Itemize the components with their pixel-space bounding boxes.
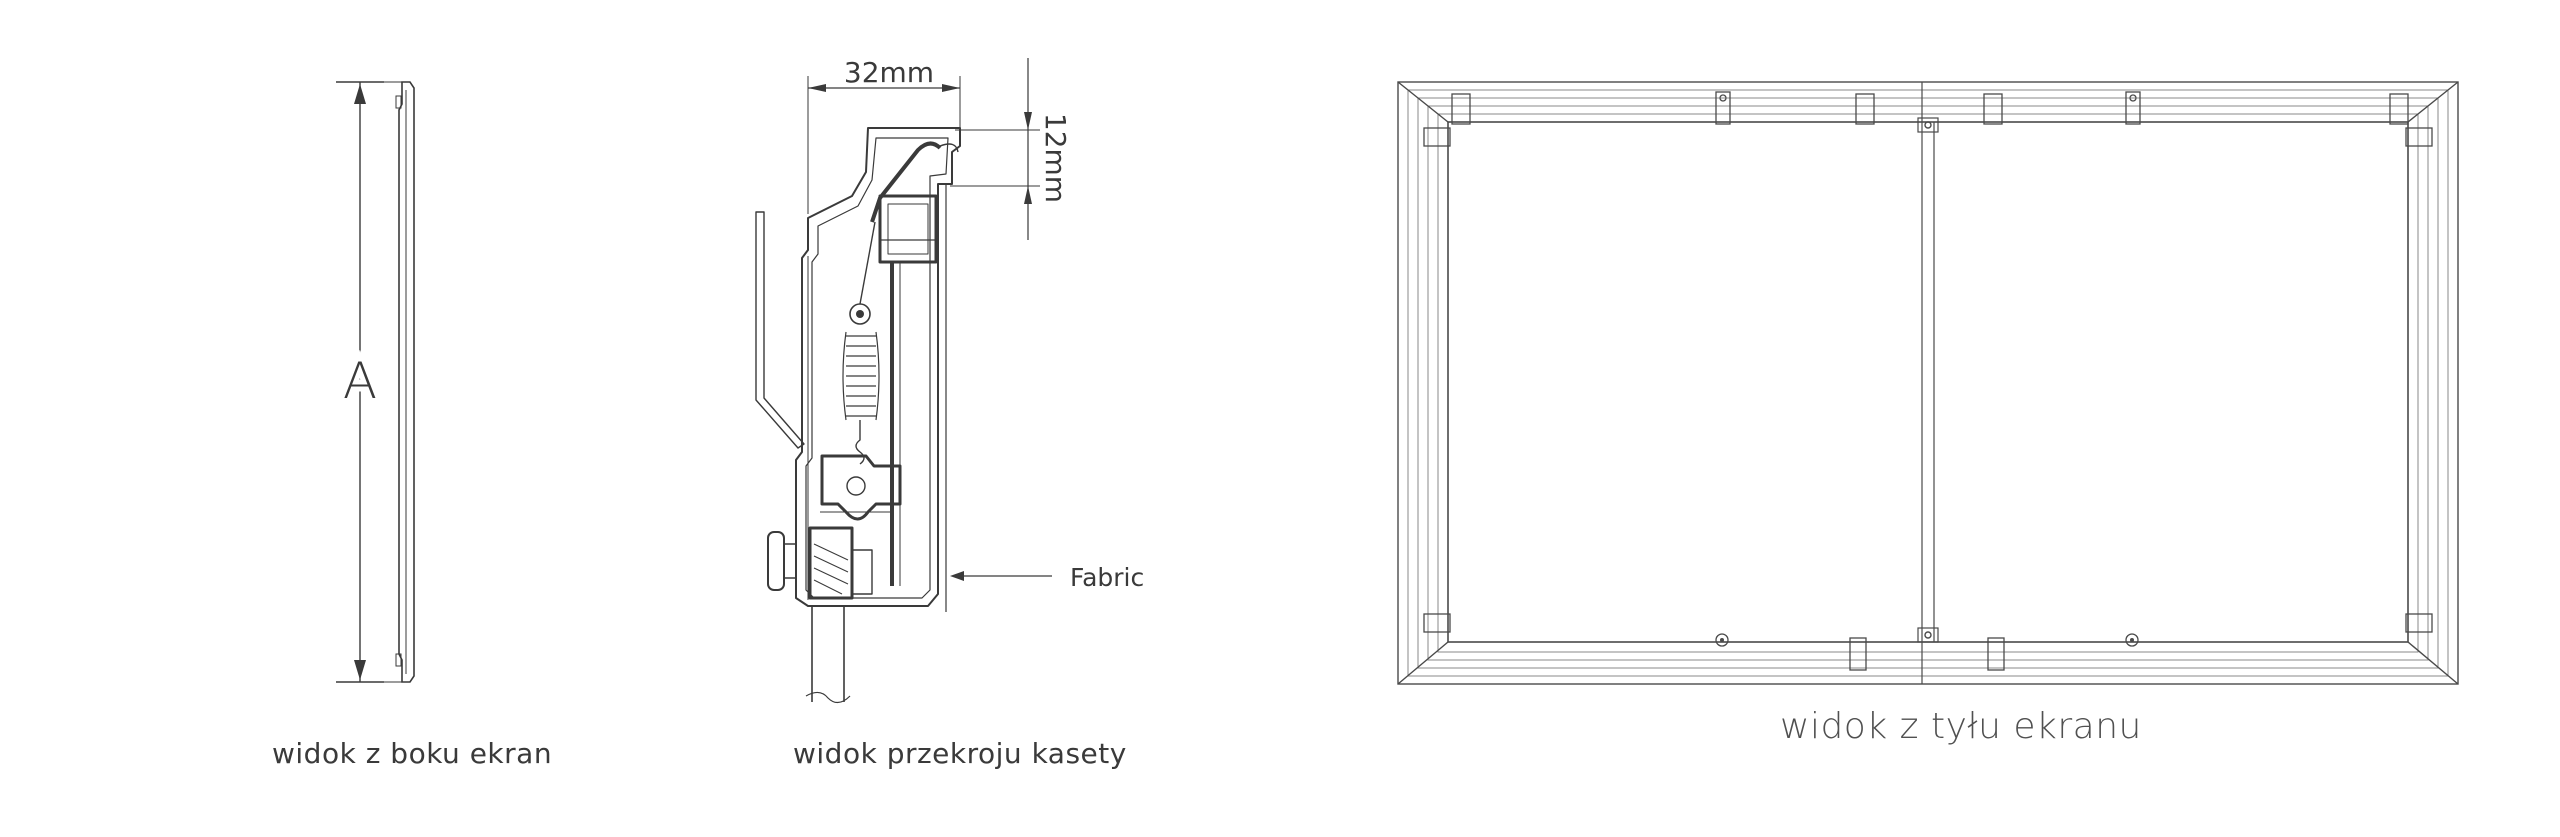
back-view-caption: widok z tyłu ekranu [1780,706,2142,747]
bracket-bottom-2 [1987,637,2005,671]
bracket-top-1 [1451,93,1471,125]
bottom-tab [852,549,873,595]
side-bracket-bottom [395,653,402,667]
dimension-a-bottom-arrow [354,660,366,680]
dimension-32-left-arrow [808,84,826,92]
bracket-top-6 [2389,93,2409,125]
bracket-top-5 [2125,91,2141,125]
dimension-a-top-arrow [354,84,366,104]
dimension-12-top-arrow [1024,112,1032,130]
section-view [755,58,1052,704]
bracket-bottom-1 [1849,637,1867,671]
cassette-top-lip [939,143,959,153]
fabric-label: Fabric [1070,563,1144,592]
lower-clip [820,454,902,521]
back-frame-outer [1397,81,2459,685]
bracket-right-bottom [2405,613,2433,633]
fabric-leader-arrow [950,571,964,581]
back-frame-rail-4 [1437,113,2419,653]
bracket-left-bottom [1423,613,1451,633]
center-joint-bottom [1917,627,1939,643]
bracket-top-4 [1983,93,2003,125]
lower-clip-pin [846,476,866,496]
adjustment-knob [767,531,785,591]
adjustment-knob-stem [783,543,797,579]
upper-channel-inner [887,203,929,255]
dimension-12-label: 12mm [1039,113,1072,203]
side-bracket-top [395,95,402,109]
back-frame-inner [1447,121,2409,643]
bracket-top-2 [1715,91,1731,125]
back-frame-rail-1 [1407,89,2449,677]
bracket-left-top [1423,127,1451,147]
back-frame-rail-3 [1427,105,2429,661]
side-brackets [1423,127,2433,633]
dimension-32-label: 32mm [844,56,934,89]
center-joint-top [1917,117,1939,133]
top-brackets [1451,91,2409,125]
center-joint-bottom-pin [1924,631,1932,639]
corner-bevel-br [2407,641,2459,685]
corner-bevel-bl [1397,641,1449,685]
back-view [1397,81,2459,685]
side-view [336,81,415,683]
side-view-caption: widok z boku ekran [272,737,553,770]
dimension-a-label: A [343,352,377,410]
bottom-channel [808,526,854,600]
back-frame-rail-2 [1417,97,2439,669]
corner-bevel-tl [1397,81,1449,123]
bracket-right-top [2405,127,2433,147]
bracket-bottom-pin-2 [2125,633,2139,647]
section-view-caption: widok przekroju kasety [793,737,1127,770]
cassette-inner-profile [805,137,949,599]
cassette-outer-profile [795,127,961,607]
spring-anchor-inner [856,310,864,318]
fabric-curve [870,141,942,223]
spring-coils [842,331,880,421]
dimension-32-right-arrow [942,84,960,92]
bottom-brackets [1715,633,2139,671]
upper-channel [878,194,938,264]
support-post-break [805,691,851,704]
dimension-12-bottom-arrow [1024,186,1032,204]
center-joint-top-pin [1924,121,1932,129]
bracket-top-3 [1855,93,1875,125]
bracket-bottom-pin-1 [1715,633,1729,647]
bottom-channel-hatch [813,543,849,595]
corner-bevel-tr [2407,81,2459,123]
mounting-bracket [755,211,805,449]
spring-wire-top [859,221,876,305]
spring-hook [855,420,865,465]
support-post [811,606,845,702]
